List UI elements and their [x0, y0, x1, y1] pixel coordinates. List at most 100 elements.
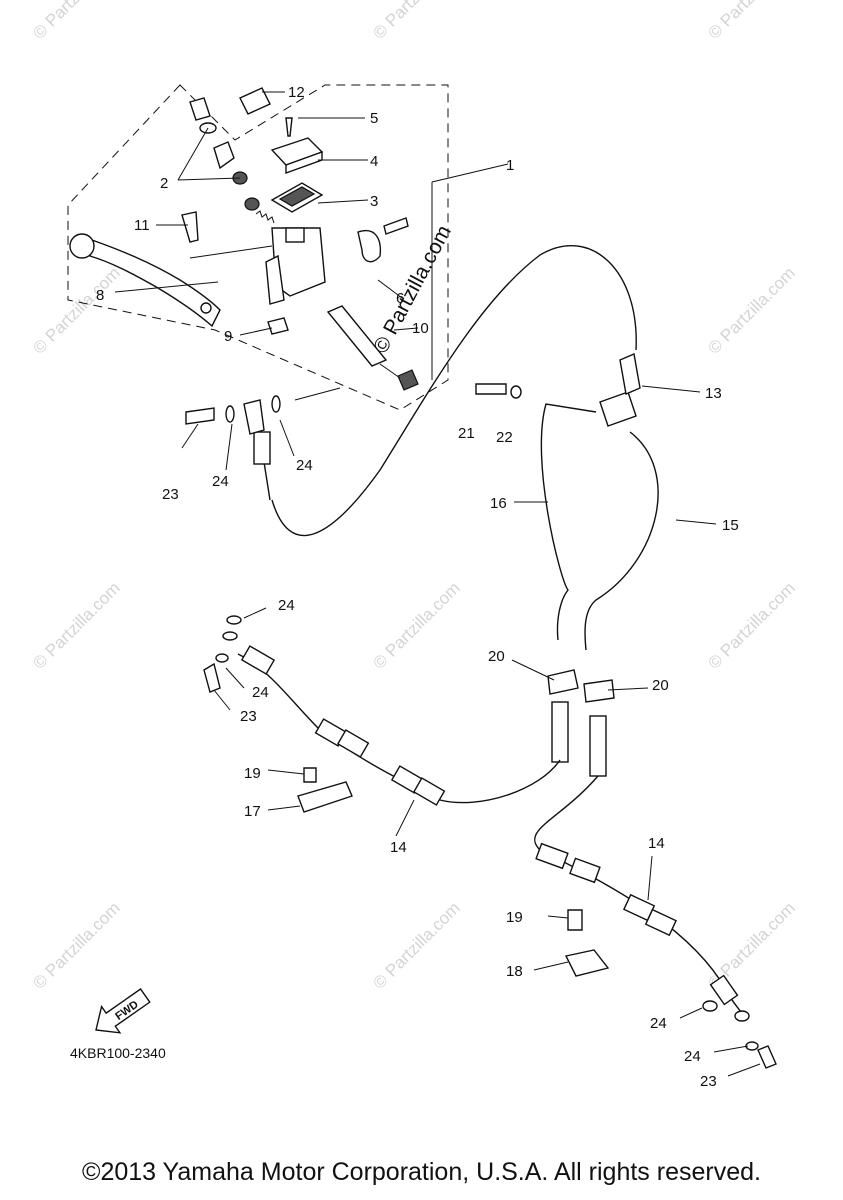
brake-pipe-15 [584, 431, 659, 651]
callout-13: 13 [705, 385, 722, 402]
callout-14: 14 [390, 839, 407, 856]
callout-6: 6 [396, 290, 404, 307]
callout-5: 5 [370, 110, 378, 127]
upper-brake-hose [271, 244, 637, 537]
callout-19: 19 [244, 765, 261, 782]
master-cylinder-body [265, 227, 326, 305]
holder-clamp [357, 229, 382, 263]
cap-screw [285, 117, 293, 137]
union-bolt [203, 662, 221, 693]
nut [267, 317, 289, 335]
hose-bracket-17 [297, 781, 353, 813]
callout-23: 23 [240, 708, 257, 725]
callout-9: 9 [224, 328, 232, 345]
watermark: © Partzilla.com [29, 578, 123, 672]
joint-washer [510, 385, 522, 399]
clamp-bolt [383, 217, 409, 235]
callout-22: 22 [496, 429, 513, 446]
hose-fitting [551, 701, 569, 763]
callout-10: 10 [412, 320, 429, 337]
callout-1: 1 [506, 157, 514, 174]
bracket-bolt-19 [567, 909, 583, 931]
callout-24: 24 [650, 1015, 667, 1032]
copper-washer [271, 395, 281, 413]
callout-20: 20 [652, 677, 669, 694]
callout-11: 11 [134, 217, 150, 234]
callout-24: 24 [296, 457, 313, 474]
joint-bolt [475, 383, 507, 395]
callout-3: 3 [370, 193, 378, 210]
copyright-notice: ©2013 Yamaha Motor Corporation, U.S.A. A… [82, 1158, 761, 1186]
joint-hose-fitting [619, 353, 641, 395]
cup-2 [244, 197, 260, 211]
upper-brake-hose-end [263, 461, 271, 501]
spring [255, 210, 275, 224]
copper-washer [215, 653, 229, 663]
callout-24: 24 [684, 1048, 701, 1065]
watermark: © Partzilla.com [704, 0, 798, 43]
brake-lever [89, 239, 221, 328]
watermark-layer: © Partzilla.com © Partzilla.com © Partzi… [29, 0, 798, 993]
pivot-bolt [181, 211, 199, 243]
switch-connector [397, 369, 419, 391]
callout-23: 23 [162, 486, 179, 503]
hose-fitting [589, 715, 607, 777]
callout-16: 16 [490, 495, 507, 512]
watermark: © Partzilla.com [704, 578, 798, 672]
diagram-code: 4KBR100-2340 [70, 1045, 166, 1061]
callout-2: 2 [160, 175, 168, 192]
callout-20: 20 [488, 648, 505, 665]
pipe-clamp [547, 669, 579, 695]
diaphragm-inner [278, 186, 316, 207]
bracket-bolt-19 [303, 767, 317, 783]
watermark: © Partzilla.com [369, 0, 463, 43]
pipe-clamp [583, 679, 615, 703]
callout-24: 24 [252, 684, 269, 701]
watermark: © Partzilla.com [29, 263, 123, 357]
callout-21: 21 [458, 425, 475, 442]
watermark: © Partzilla.com [29, 898, 123, 992]
hose-ferrules-left [240, 645, 446, 806]
watermark: © Partzilla.com [29, 0, 123, 43]
fwd-arrow-icon: FWD [95, 988, 151, 1034]
copper-washer [226, 615, 242, 625]
callout-19: 19 [506, 909, 523, 926]
copper-washer [702, 1000, 718, 1012]
watermark: © Partzilla.com [704, 263, 798, 357]
hose-fitting [253, 431, 271, 465]
callout-18: 18 [506, 963, 523, 980]
piston-boot [189, 97, 211, 121]
callout-labels: 1 2 3 4 5 6 8 9 10 11 12 13 14 14 15 16 … [96, 84, 739, 1090]
copper-washer [734, 1010, 750, 1022]
callout-12: 12 [288, 84, 305, 101]
lever-knob [69, 233, 95, 259]
callout-8: 8 [96, 287, 104, 304]
sleeve [239, 87, 271, 115]
callout-17: 17 [244, 803, 261, 820]
brake-hose-14-left [237, 653, 561, 804]
hose-ferrules-right [535, 842, 739, 1006]
assembly-outline [67, 84, 449, 411]
callout-15: 15 [722, 517, 739, 534]
union-bolt [757, 1045, 777, 1069]
callout-24: 24 [278, 597, 295, 614]
copper-washer [222, 631, 238, 641]
copper-washer [225, 405, 235, 423]
hose-bracket-18 [564, 949, 610, 977]
watermark: © Partzilla.com [369, 898, 463, 992]
callout-4: 4 [370, 153, 378, 170]
watermark: © Partzilla.com [369, 578, 463, 672]
switch-wire [379, 363, 401, 379]
brake-switch [326, 305, 388, 367]
banjo-fitting [243, 399, 265, 435]
leader-lines [114, 91, 761, 1077]
three-way-joint [599, 391, 637, 427]
callout-14: 14 [648, 835, 665, 852]
union-bolt [185, 407, 215, 425]
callout-24: 24 [212, 473, 229, 490]
piston [213, 141, 235, 170]
brake-pipe-16 [540, 403, 597, 641]
callout-23: 23 [700, 1073, 717, 1090]
lever-pivot-hole [200, 302, 212, 314]
